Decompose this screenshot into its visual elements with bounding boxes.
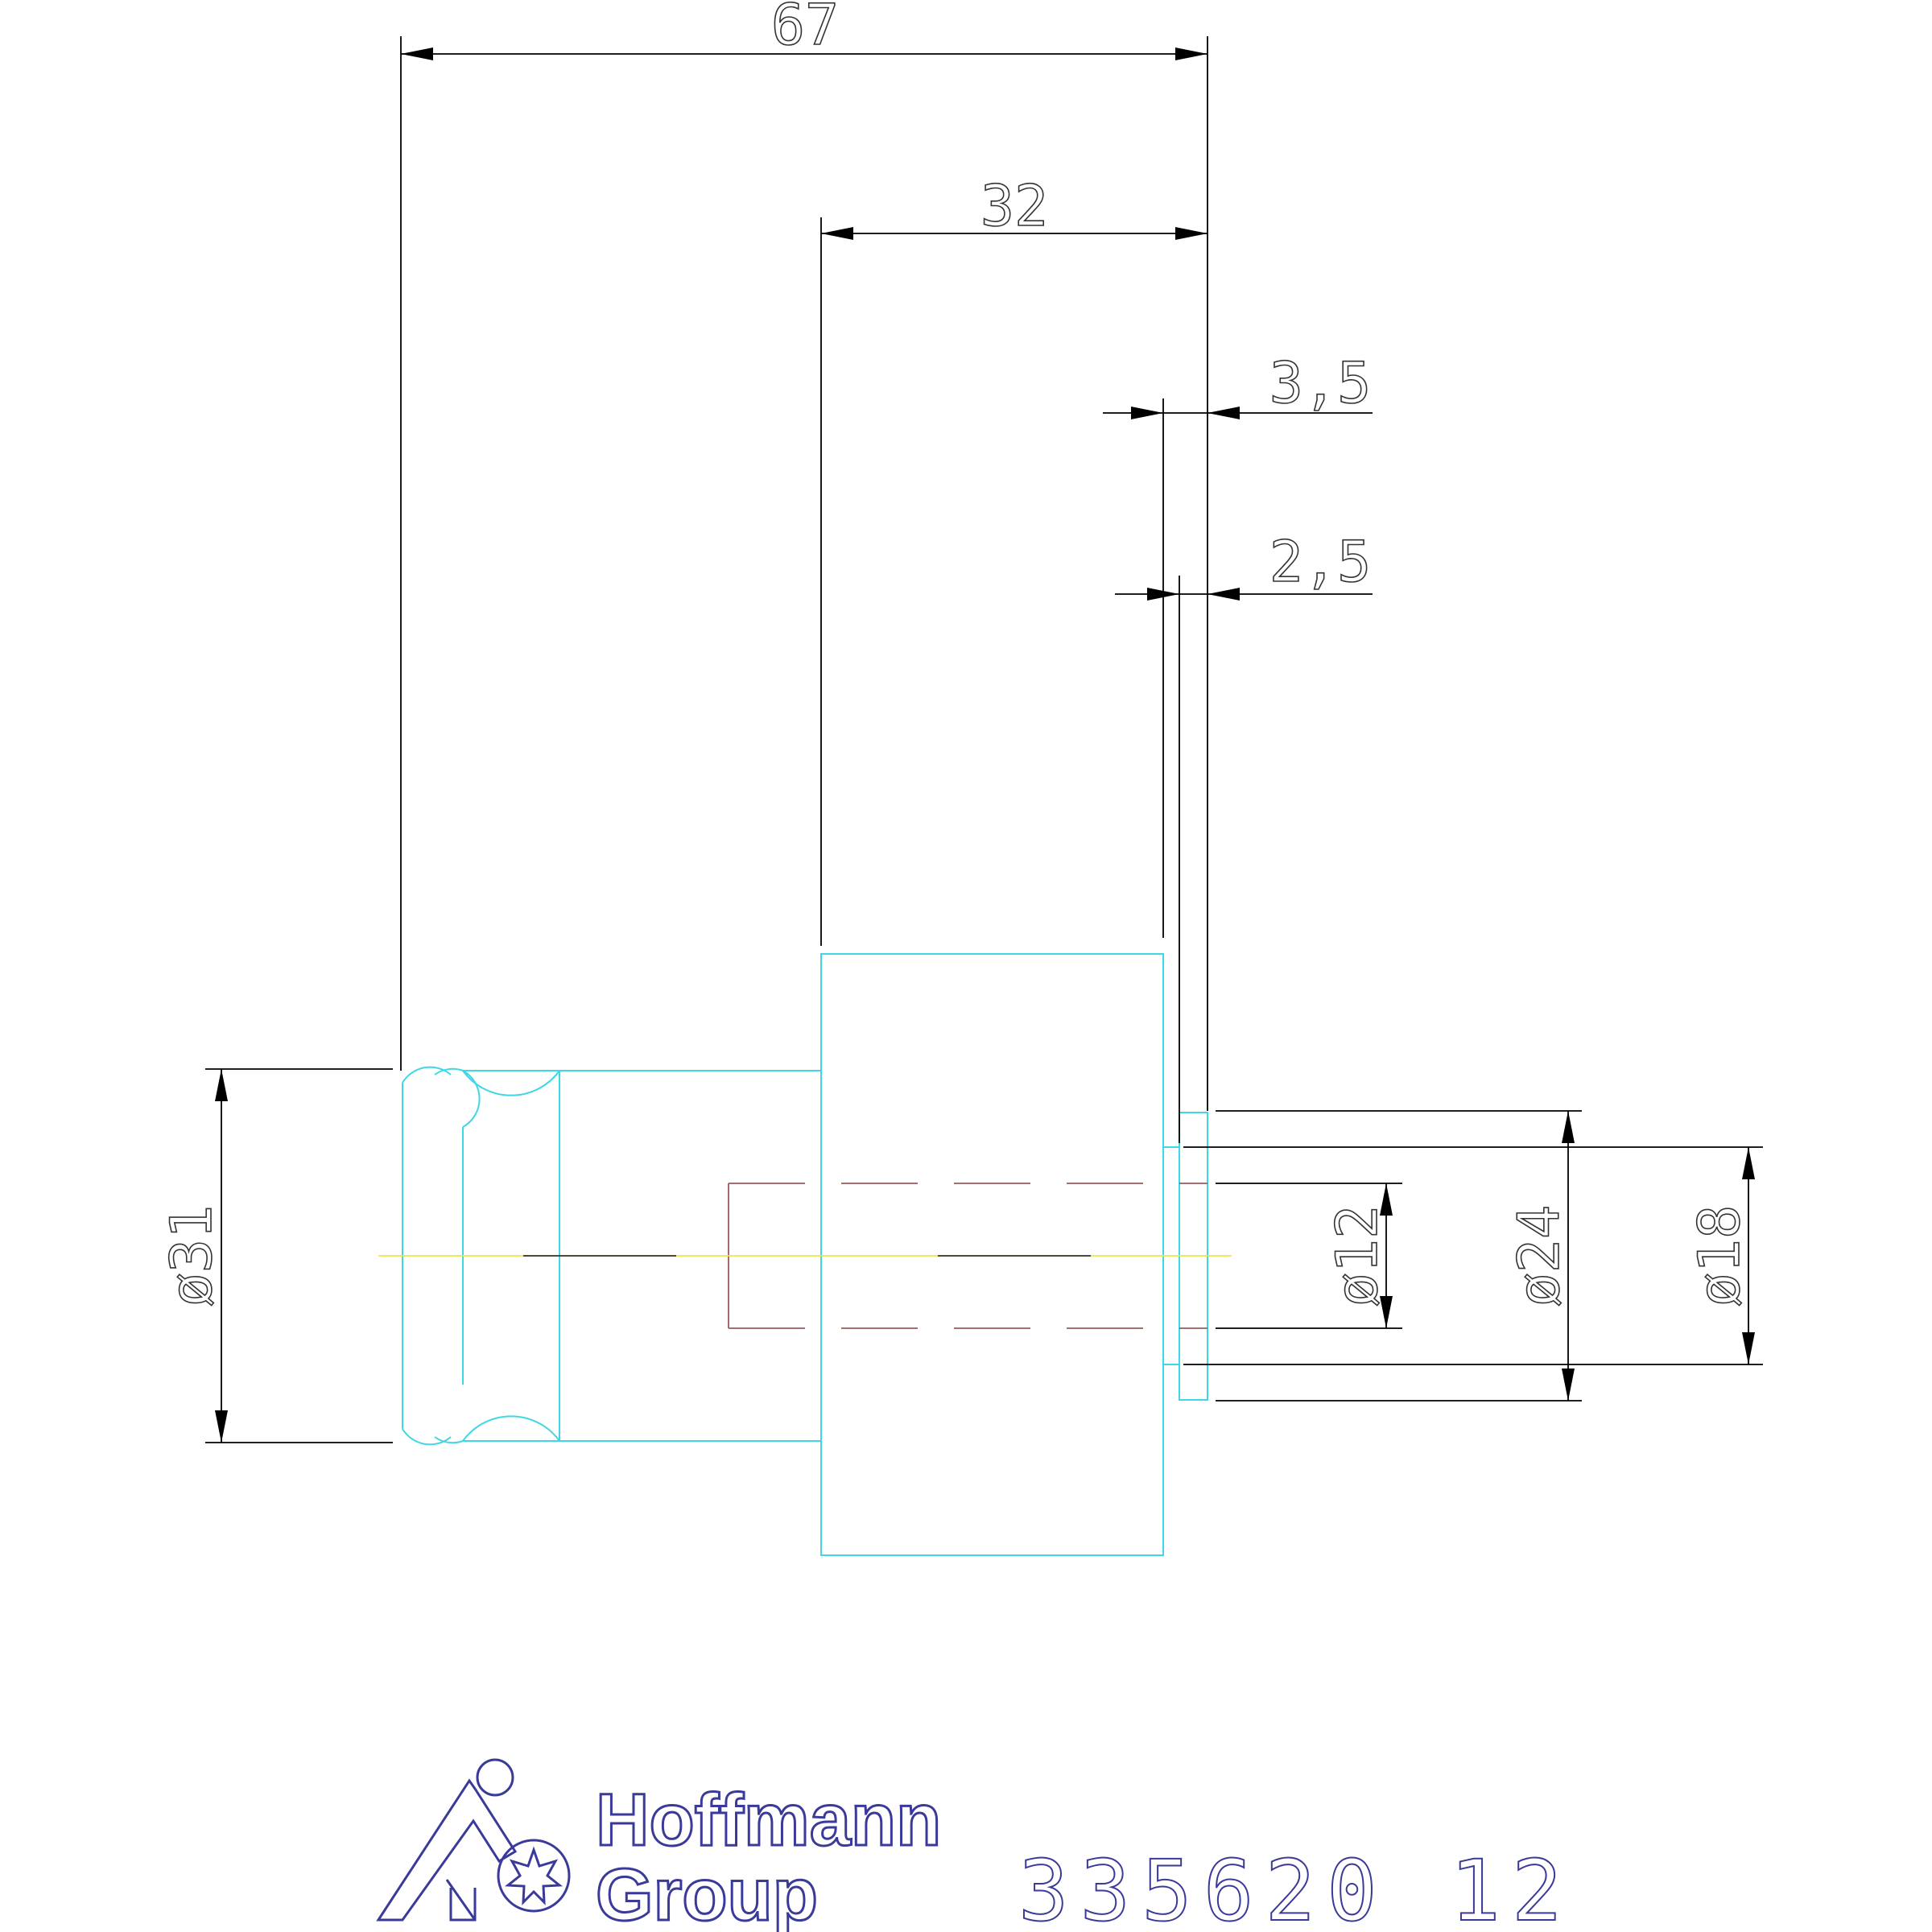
- dim-o31-label: ø31: [159, 1205, 225, 1307]
- brand-line1: Hoffmann: [596, 1779, 941, 1861]
- dim-o24-label: ø24: [1506, 1205, 1572, 1307]
- dim-shank-diameter: ø31: [158, 1068, 393, 1443]
- extension-lines: [400, 36, 1208, 1143]
- brand-line2: Group: [596, 1854, 818, 1932]
- dim-o18-label: ø18: [1686, 1205, 1752, 1307]
- dim-collar-diameter: ø24: [1216, 1110, 1582, 1402]
- dim-3-5-label: 3,5: [1269, 350, 1371, 416]
- logo-wheel-icon: [497, 1839, 571, 1913]
- dim-o12-label: ø12: [1324, 1205, 1390, 1307]
- logo-head-icon: [476, 1758, 514, 1797]
- dim-collar-offset: 2,5: [1115, 528, 1373, 601]
- part-number: 335620 12: [1018, 1842, 1574, 1932]
- dim-flange-offset: 3,5: [1103, 349, 1373, 419]
- logo-figure-icon: [376, 1778, 518, 1922]
- hoffmann-logo: Hoffmann Group: [376, 1758, 943, 1932]
- dim-32-label: 32: [980, 173, 1048, 239]
- part-outline: [402, 953, 1208, 1556]
- dim-bore-diameter: ø12: [1216, 1183, 1402, 1329]
- dim-67-label: 67: [771, 0, 839, 58]
- dim-pin-diameter: ø18: [1183, 1146, 1763, 1365]
- dim-overall-length: 67: [401, 0, 1208, 60]
- dim-2-5-label: 2,5: [1269, 529, 1371, 595]
- dim-head-length: 32: [821, 172, 1208, 240]
